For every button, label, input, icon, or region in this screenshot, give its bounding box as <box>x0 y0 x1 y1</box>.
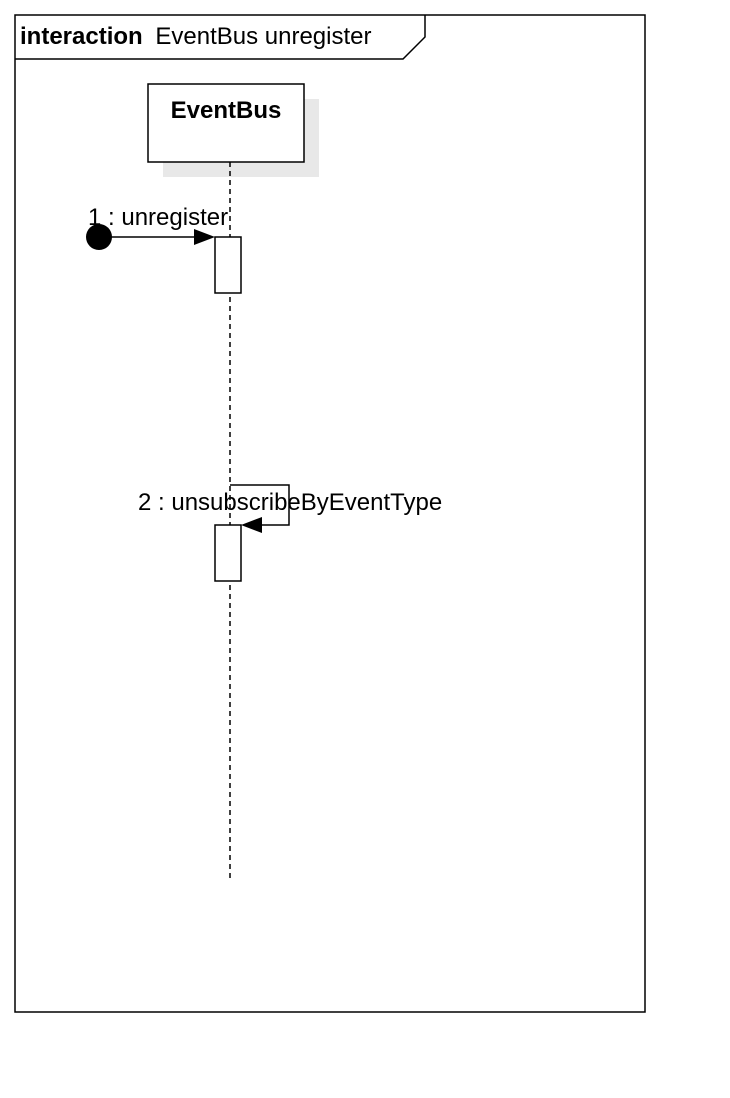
frame-name: EventBus unregister <box>155 23 371 50</box>
lifeline-head <box>147 83 305 163</box>
message-1-arrowhead <box>194 229 215 245</box>
lifeline-name: EventBus <box>171 97 282 124</box>
message-2-arrow-line <box>230 484 290 526</box>
activation-bar-1 <box>214 236 242 294</box>
frame-name-tab <box>15 15 426 60</box>
message-2-label: 2 : unsubscribeByEventType <box>138 489 442 516</box>
frame-title: interaction EventBus unregister <box>20 23 371 50</box>
frame-keyword: interaction <box>20 23 143 50</box>
message-1-label: 1 : unregister <box>88 204 228 231</box>
activation-bar-2 <box>214 524 242 582</box>
interaction-frame <box>14 14 646 1013</box>
message-2-arrowhead <box>241 517 262 533</box>
